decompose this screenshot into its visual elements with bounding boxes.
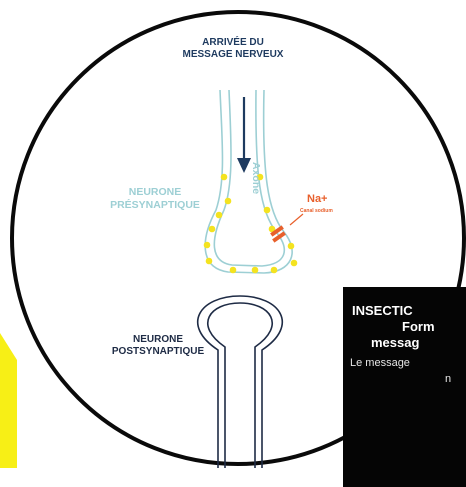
vesicle	[288, 243, 295, 250]
vesicle	[230, 267, 237, 274]
presynaptic-label: NEURONE PRÉSYNAPTIQUE	[90, 186, 220, 211]
info-panel: INSECTIC Form messag Le message n	[343, 287, 466, 487]
arrival-label: ARRIVÉE DU MESSAGE NERVEUX	[178, 37, 288, 61]
panel-body-line1: Le message	[350, 357, 410, 369]
channel-label: Canal sodium	[300, 208, 333, 214]
vesicle	[271, 267, 278, 274]
panel-title-line1: INSECTIC	[352, 303, 413, 318]
yellow-highlight-strip	[0, 333, 17, 468]
axon-label: Axone	[249, 162, 262, 194]
vesicle	[291, 260, 298, 267]
vesicle	[221, 174, 228, 181]
postsynaptic-label: NEURONE POSTSYNAPTIQUE	[103, 334, 213, 358]
vesicle	[252, 267, 259, 274]
vesicle	[206, 258, 213, 265]
vesicle	[225, 198, 232, 205]
vesicle	[216, 212, 223, 219]
panel-title-line3: messag	[371, 335, 419, 350]
sodium-label: Na+	[307, 193, 328, 206]
panel-body-line2: n	[445, 373, 451, 385]
vesicle	[209, 226, 216, 233]
vesicle	[204, 242, 211, 249]
vesicle	[264, 207, 271, 214]
panel-title-line2: Form	[402, 319, 435, 334]
